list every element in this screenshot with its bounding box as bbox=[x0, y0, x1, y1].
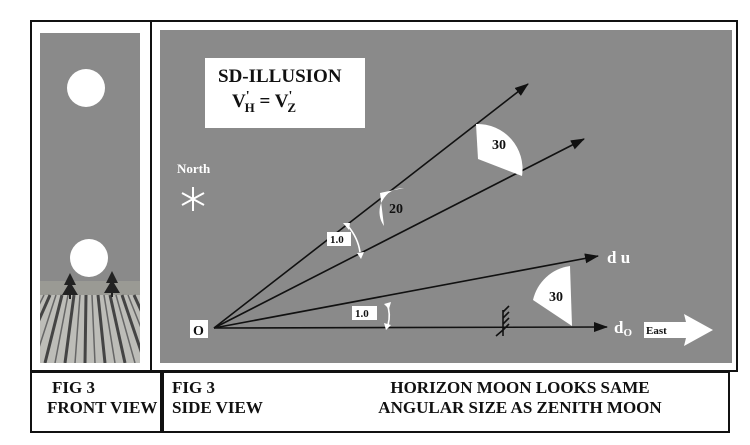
front-caption-box bbox=[30, 371, 164, 433]
equation-lhs: V bbox=[232, 91, 246, 112]
horizon-moon bbox=[70, 239, 108, 277]
angle-label-lower: 1.0 bbox=[355, 308, 369, 320]
moon-angle-middle: 20 bbox=[389, 202, 403, 217]
equation-rhs: V bbox=[275, 91, 289, 112]
compass-label: North bbox=[177, 161, 211, 176]
equation-rhs-prime: ' bbox=[288, 89, 292, 104]
title-text: SD-ILLUSION bbox=[218, 66, 342, 87]
tree-right bbox=[104, 271, 120, 297]
ray-label-do: dO bbox=[614, 318, 632, 339]
ray-du bbox=[213, 253, 599, 329]
east-arrow-icon bbox=[644, 314, 713, 346]
equation-equals: = bbox=[255, 91, 275, 112]
front-caption-fig: FIG bbox=[52, 378, 87, 397]
ray-middle bbox=[213, 138, 585, 329]
ray-do bbox=[213, 322, 608, 333]
origin-box bbox=[190, 320, 208, 338]
side-caption-view: SIDE VIEW bbox=[172, 398, 263, 417]
front-caption-view: FRONT VIEW bbox=[47, 398, 158, 417]
front-caption: FIG 3 FRONT VIEW bbox=[47, 378, 162, 418]
side-headline-line2: ANGULAR SIZE AS ZENITH MOON bbox=[378, 398, 662, 417]
side-caption-fig: FIG bbox=[172, 378, 207, 397]
compass-star-icon bbox=[181, 187, 205, 211]
zenith-moon bbox=[67, 69, 105, 107]
equation-rhs-sub: Z bbox=[287, 100, 296, 115]
moon-angle-upper: 30 bbox=[492, 138, 506, 153]
equation-lhs-sub: H bbox=[245, 100, 255, 115]
side-headline: HORIZON MOON LOOKS SAME ANGULAR SIZE AS … bbox=[320, 378, 720, 418]
horizon-tree-icon bbox=[495, 305, 510, 337]
equation: V'H = V'Z bbox=[232, 89, 296, 115]
moon-wedge-middle bbox=[379, 187, 404, 226]
front-caption-fig-number: 3 bbox=[86, 378, 95, 397]
moon-wedge-upper bbox=[476, 123, 523, 176]
moon-angle-horizon: 30 bbox=[549, 290, 563, 305]
angle-arc-upper bbox=[347, 225, 361, 253]
origin-label: O bbox=[193, 324, 204, 339]
side-headline-line1: HORIZON MOON LOOKS SAME bbox=[390, 378, 650, 397]
ray-upper bbox=[213, 83, 529, 329]
ray-label-du: d u bbox=[607, 248, 630, 267]
east-label: East bbox=[646, 325, 667, 337]
tree-left bbox=[62, 273, 78, 299]
equation-lhs-prime: ' bbox=[246, 89, 250, 104]
side-caption-fig-number: 3 bbox=[206, 378, 215, 397]
side-caption: FIG 3 SIDE VIEW bbox=[172, 378, 282, 418]
side-caption-box bbox=[160, 371, 730, 433]
moon-wedge-horizon bbox=[533, 266, 572, 326]
title-box bbox=[205, 58, 365, 128]
angle-label-upper: 1.0 bbox=[330, 234, 344, 246]
